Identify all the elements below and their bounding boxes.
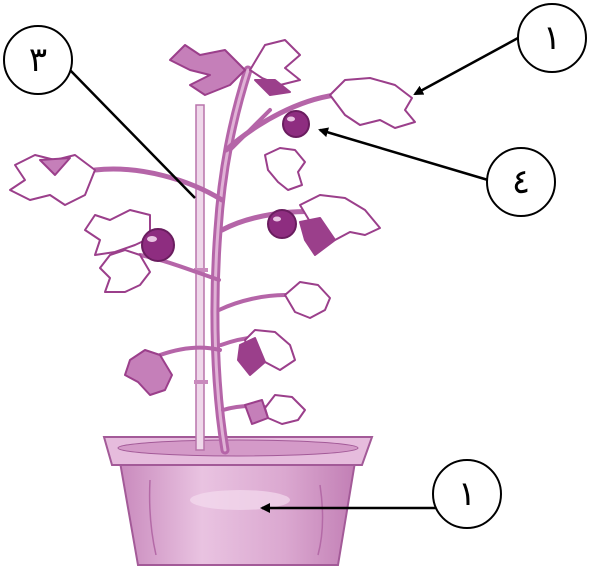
fruit-top (283, 111, 309, 137)
label-bottom-right-text: ١ (458, 474, 476, 514)
leaf-left-bottom (125, 350, 172, 395)
label-top-left-text: ٣ (29, 40, 47, 80)
leaf-right-small (265, 148, 305, 190)
leaf-bottom-right (265, 395, 305, 424)
label-top-left: ٣ (4, 26, 72, 94)
leaf-right-lower (285, 282, 330, 318)
label-top-right: ١ (518, 4, 586, 72)
label-bottom-right: ١ (433, 460, 501, 528)
arrow-leaf (415, 38, 518, 94)
leaf-top-right (250, 40, 300, 85)
fruit-right (268, 210, 296, 238)
label-middle-right-text: ٤ (512, 162, 530, 202)
label-top-right-text: ١ (543, 18, 561, 58)
label-middle-right: ٤ (487, 148, 555, 216)
fruit-left (142, 229, 174, 261)
leaf-left-mid (85, 210, 150, 255)
pot-soil (118, 440, 358, 456)
pot (104, 437, 372, 565)
leaf-right-top (330, 78, 415, 128)
arrow-fruit (320, 130, 488, 180)
leaf-top (170, 45, 245, 95)
